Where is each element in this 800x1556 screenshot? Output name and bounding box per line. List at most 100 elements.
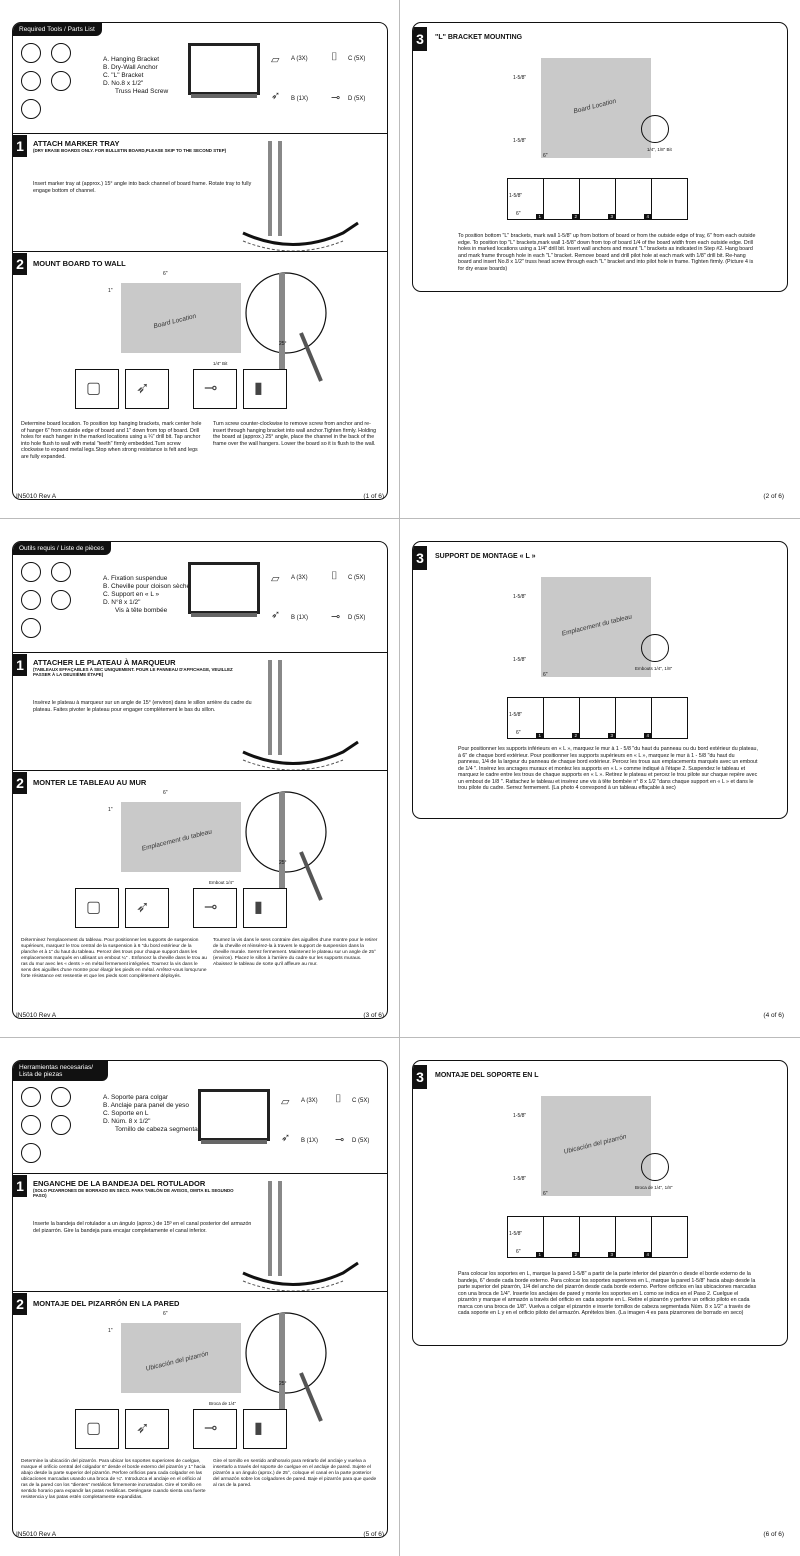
hammer-icon — [21, 590, 41, 610]
tape-measure-icon — [21, 618, 41, 638]
step-images: ▢ ➶ ⊸ ▮ — [75, 369, 287, 409]
strip-image: 3 — [580, 698, 616, 738]
dimension-label: 6" — [516, 1249, 521, 1255]
anchor-icon: ➶ — [281, 1132, 291, 1144]
drill-icon — [641, 1153, 669, 1181]
strip-image: 1-5/8"6"1 — [508, 179, 544, 219]
page-divider-vertical — [399, 0, 400, 1556]
dimension-label: 1-5/8" — [513, 75, 527, 81]
strip-image — [652, 698, 687, 738]
board-location-area — [121, 802, 241, 872]
step-number: 1 — [13, 1175, 27, 1197]
dimension-label: 1" — [108, 807, 113, 813]
step-images-strip: 1-5/8"6"1 2 3 4 — [507, 178, 688, 220]
strip-image: 3 — [580, 179, 616, 219]
instruction-card: 3 MONTAJE DEL SOPORTE EN L Ubicación del… — [412, 1060, 788, 1346]
part-item: B. Cheville pour cloison sèche — [103, 583, 191, 590]
anchor-image: ➶ — [125, 1409, 169, 1449]
hanging-angle-diagram — [245, 272, 327, 383]
board-location-area — [121, 1323, 241, 1393]
step-images-strip: 1-5/8"6"1 2 3 4 — [507, 697, 688, 739]
page-2: 3 "L" BRACKET MOUNTING Board Location 1-… — [400, 0, 800, 518]
page-divider — [0, 1037, 800, 1038]
image-number: 3 — [608, 1252, 615, 1257]
part-label-c: C (5X) — [348, 56, 366, 62]
instruction-card: Outils requis / Liste de pièces A. Fixat… — [12, 541, 388, 1019]
board-location-area — [541, 1096, 651, 1196]
step-divider — [13, 133, 387, 134]
part-item: D. Núm. 8 x 1/2" — [103, 1118, 151, 1125]
tools-heading: Outils requis / Liste de pièces — [13, 542, 111, 556]
step-text-left: Determine board location. To position to… — [21, 421, 202, 460]
image-number: 1 — [536, 214, 543, 219]
part-label-c: C (5X) — [352, 1098, 370, 1104]
hanging-bracket-icon: ▱ — [271, 54, 280, 66]
step-divider — [13, 652, 387, 653]
drill-bit-label: Embout 1/4" — [209, 880, 234, 885]
dimension-label: 6" — [543, 153, 548, 159]
drill-bit-label: Embouts 1/4", 1/8" — [635, 666, 673, 671]
part-item: A. Soporte para colgar — [103, 1094, 169, 1101]
drill-bit-label: 1/4" Bit — [213, 361, 228, 366]
whiteboard-image — [198, 1089, 270, 1144]
part-item: C. Soporte en L — [103, 1110, 149, 1117]
step-divider — [13, 1291, 387, 1292]
page-6: 3 MONTAJE DEL SOPORTE EN L Ubicación del… — [400, 1038, 800, 1556]
mark-image: ▢ — [75, 369, 119, 409]
marker-tray-diagram — [242, 660, 359, 770]
dimension-label: 1-5/8" — [513, 138, 527, 144]
bracket-image: ⊸ — [193, 369, 237, 409]
dimension-label: 1" — [108, 1328, 113, 1334]
hammer-icon — [21, 71, 41, 91]
dimension-label: 1" — [108, 288, 113, 294]
step-note: (DRY ERASE BOARDS ONLY. FOR BULLETIN BOA… — [33, 148, 227, 153]
dimension-label: 6" — [163, 271, 168, 277]
step-title: MONTAJE DEL PIZARRÓN EN LA PARED — [33, 1299, 180, 1308]
step-title: ENGANCHE DE LA BANDEJA DEL ROTULADOR — [33, 1179, 206, 1188]
part-item: D. N°8 x 1/2" — [103, 599, 141, 606]
part-label-a: A (3X) — [291, 56, 308, 62]
step-text-right: Turn screw counter-clockwise to remove s… — [213, 421, 377, 447]
strip-image: 2 — [544, 179, 580, 219]
parts-list: A. Soporte para colgar B. Anclaje para p… — [103, 1094, 205, 1134]
page-number: (5 of 6) — [363, 1531, 384, 1538]
image-number: 4 — [644, 214, 651, 219]
step-title: MONTAJE DEL SOPORTE EN L — [435, 1072, 539, 1079]
dimension-label: 1-5/8" — [513, 1113, 527, 1119]
hammer-icon — [21, 1115, 41, 1135]
step-divider — [13, 1173, 387, 1174]
image-number: 2 — [572, 733, 579, 738]
step-title: "L" BRACKET MOUNTING — [435, 34, 523, 41]
page-5: Herramientas necesarias/ Lista de piezas… — [0, 1038, 400, 1556]
angle-label: 25° — [279, 860, 287, 866]
drill-icon — [641, 115, 669, 143]
part-item: A. Fixation suspendue — [103, 575, 168, 582]
screw-icon: ⊸ — [335, 1134, 345, 1146]
strip-image — [652, 1217, 687, 1257]
parts-list: A. Hanging Bracket B. Dry-Wall Anchor C.… — [103, 56, 168, 96]
mark-image: ▢ — [75, 1409, 119, 1449]
strip-image — [652, 179, 687, 219]
document-code: IN5010 Rev A — [16, 493, 57, 500]
level-icon — [51, 43, 71, 63]
bracket-image: ⊸ — [193, 888, 237, 928]
step-divider — [13, 251, 387, 252]
dimension-label: 6" — [543, 1191, 548, 1197]
part-item: Tornillo de cabeza segmentada — [115, 1126, 205, 1133]
hanging-angle-diagram — [245, 791, 327, 902]
drill-icon — [51, 71, 71, 91]
image-number: 1 — [536, 733, 543, 738]
marker-tray-diagram — [242, 141, 359, 251]
hanging-angle-diagram — [245, 1312, 327, 1423]
step-note: (TABLEAUX EFFAÇABLES À SEC UNIQUEMENT. P… — [33, 667, 233, 677]
page-number: (6 of 6) — [763, 1531, 784, 1538]
step-divider — [13, 770, 387, 771]
strip-image: 2 — [544, 698, 580, 738]
screw-icon: ⊸ — [331, 92, 341, 104]
flush-image: ▮ — [243, 888, 287, 928]
instruction-card: 3 SUPPORT DE MONTAGE « L » Emplacement d… — [412, 541, 788, 819]
step-text-left: Determine la ubicación del pizarrón. Par… — [21, 1459, 206, 1500]
dimension-label: 1-5/8" — [513, 594, 527, 600]
strip-image: 1-5/8"6"1 — [508, 1217, 544, 1257]
flush-image: ▮ — [243, 1409, 287, 1449]
